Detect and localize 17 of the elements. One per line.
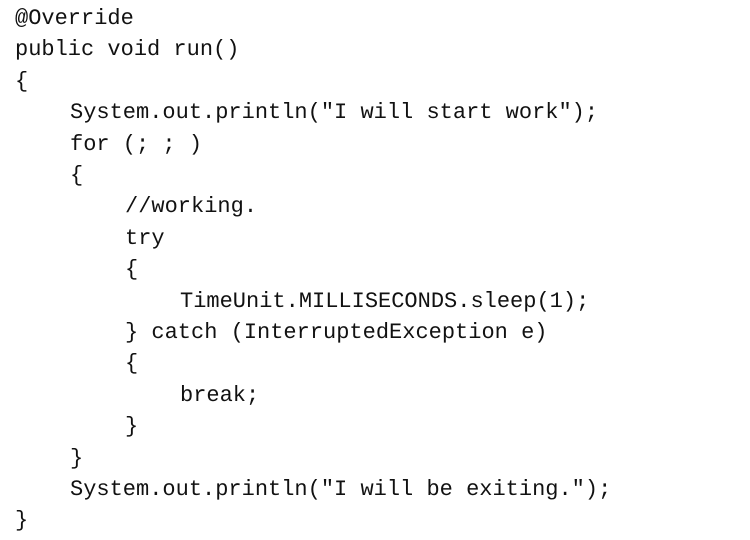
code-line: } catch (InterruptedException e) (125, 320, 548, 346)
code-line: for (; ; ) (70, 132, 202, 158)
code-line: } (15, 508, 28, 534)
code-line: break; (180, 382, 260, 409)
code-line: { (15, 68, 28, 95)
code-line: @Override (15, 6, 134, 32)
code-line: { (70, 163, 84, 189)
code-line: { (125, 351, 138, 378)
code-line: System.out.println("I will start work"); (70, 100, 598, 126)
code-line: System.out.println("I will be exiting."); (70, 477, 612, 503)
code-line: } (125, 414, 138, 440)
code-line: } (70, 446, 84, 472)
code-line: public void run() (15, 37, 240, 64)
code-line: try (125, 226, 165, 252)
code-line: { (125, 257, 138, 284)
code-line: //working. (125, 194, 258, 220)
code-line: TimeUnit.MILLISECONDS.sleep(1); (180, 288, 590, 315)
